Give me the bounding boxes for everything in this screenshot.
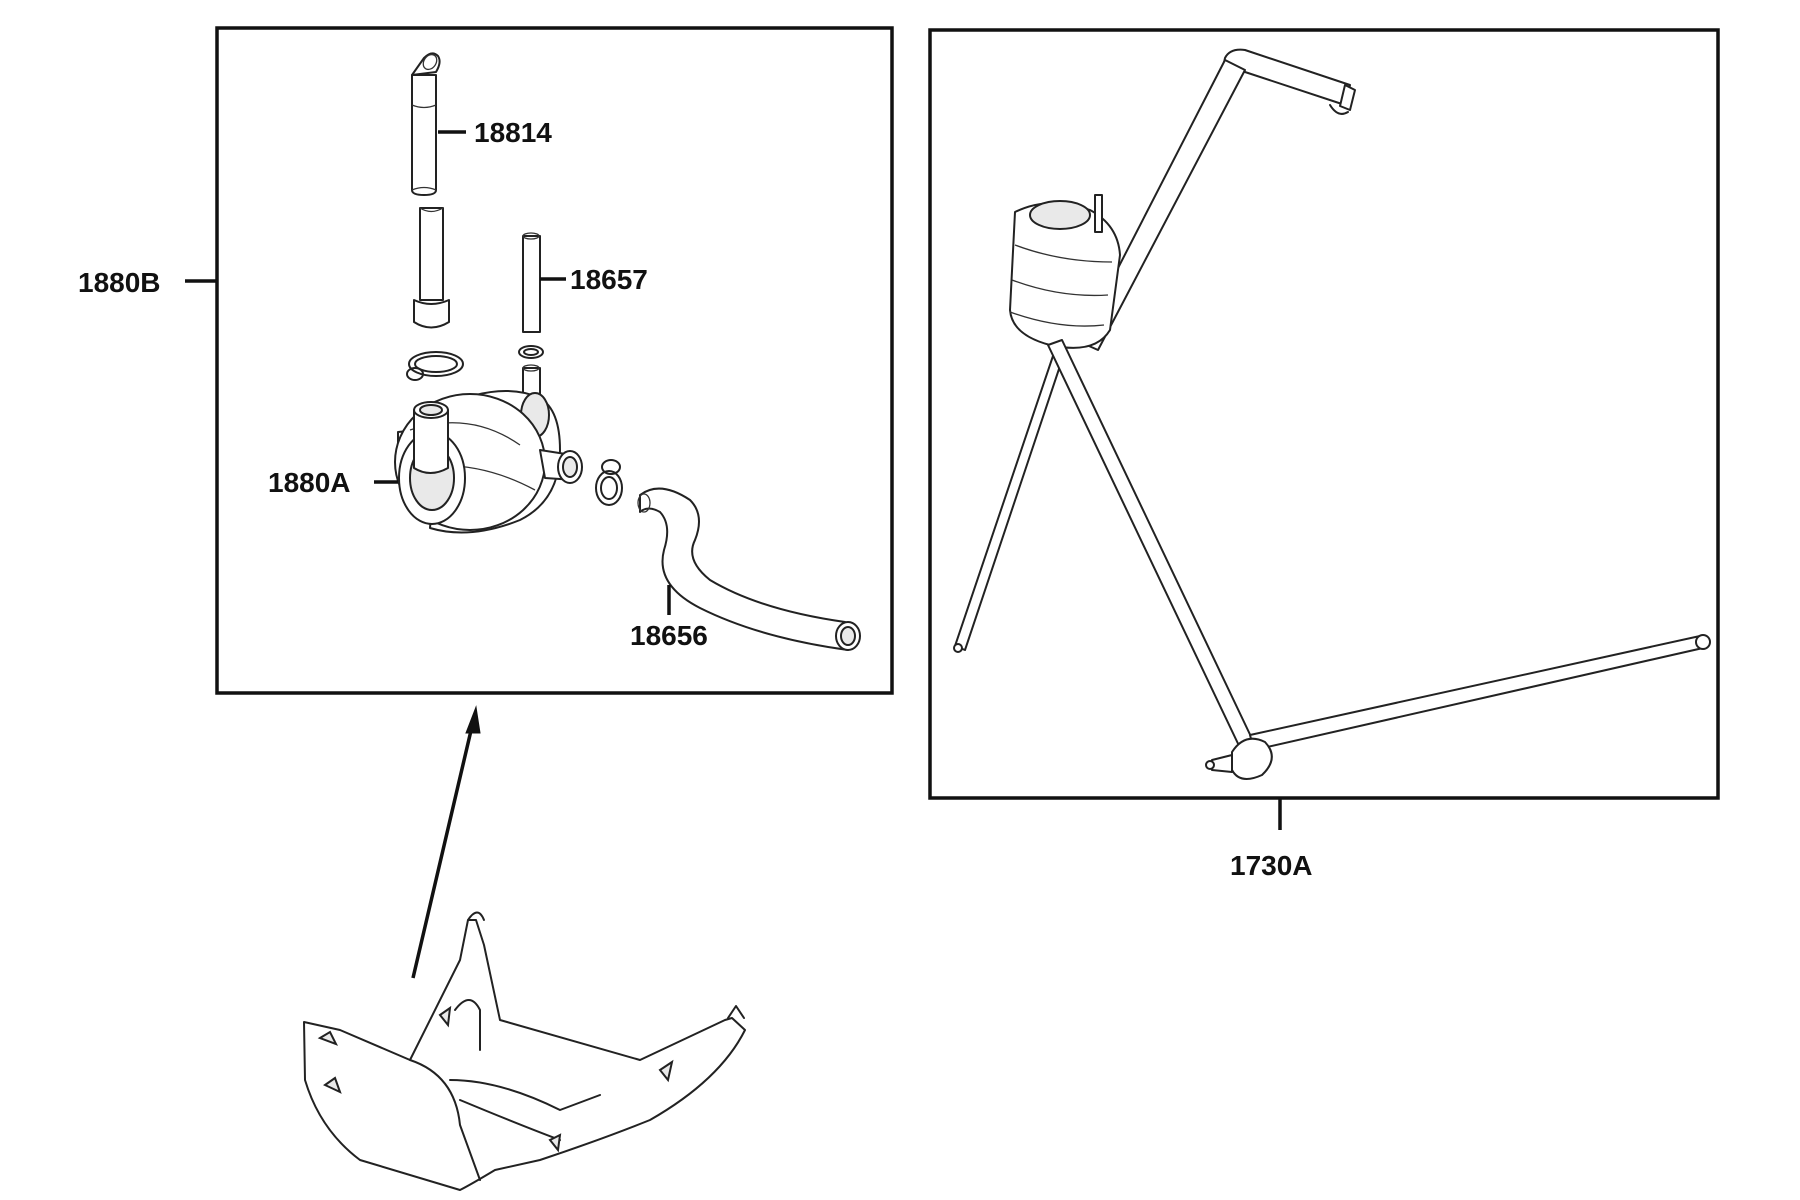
o-ring-clip-left bbox=[406, 351, 464, 381]
label-18814: 18814 bbox=[474, 117, 552, 148]
frame-tube-assembly-1730a bbox=[953, 48, 1711, 780]
label-1880b: 1880B bbox=[78, 267, 161, 298]
label-1880a: 1880A bbox=[268, 467, 351, 498]
reference-arrow bbox=[411, 705, 481, 979]
detail-frame-right bbox=[928, 28, 1720, 800]
small-tube-18657 bbox=[522, 232, 541, 333]
underbody-panel bbox=[303, 911, 746, 1191]
upper-hose-18814 bbox=[411, 52, 441, 196]
detail-frame-left bbox=[215, 26, 894, 695]
hose-lower-segment bbox=[413, 207, 450, 329]
outlet-hose-18656 bbox=[637, 487, 861, 651]
label-18657: 18657 bbox=[570, 264, 648, 295]
label-1730a: 1730A bbox=[1230, 850, 1313, 881]
hose-clamp-right bbox=[595, 459, 623, 506]
small-clip bbox=[518, 345, 544, 359]
fuel-pump-1880a bbox=[394, 364, 583, 534]
label-18656: 18656 bbox=[630, 620, 708, 651]
